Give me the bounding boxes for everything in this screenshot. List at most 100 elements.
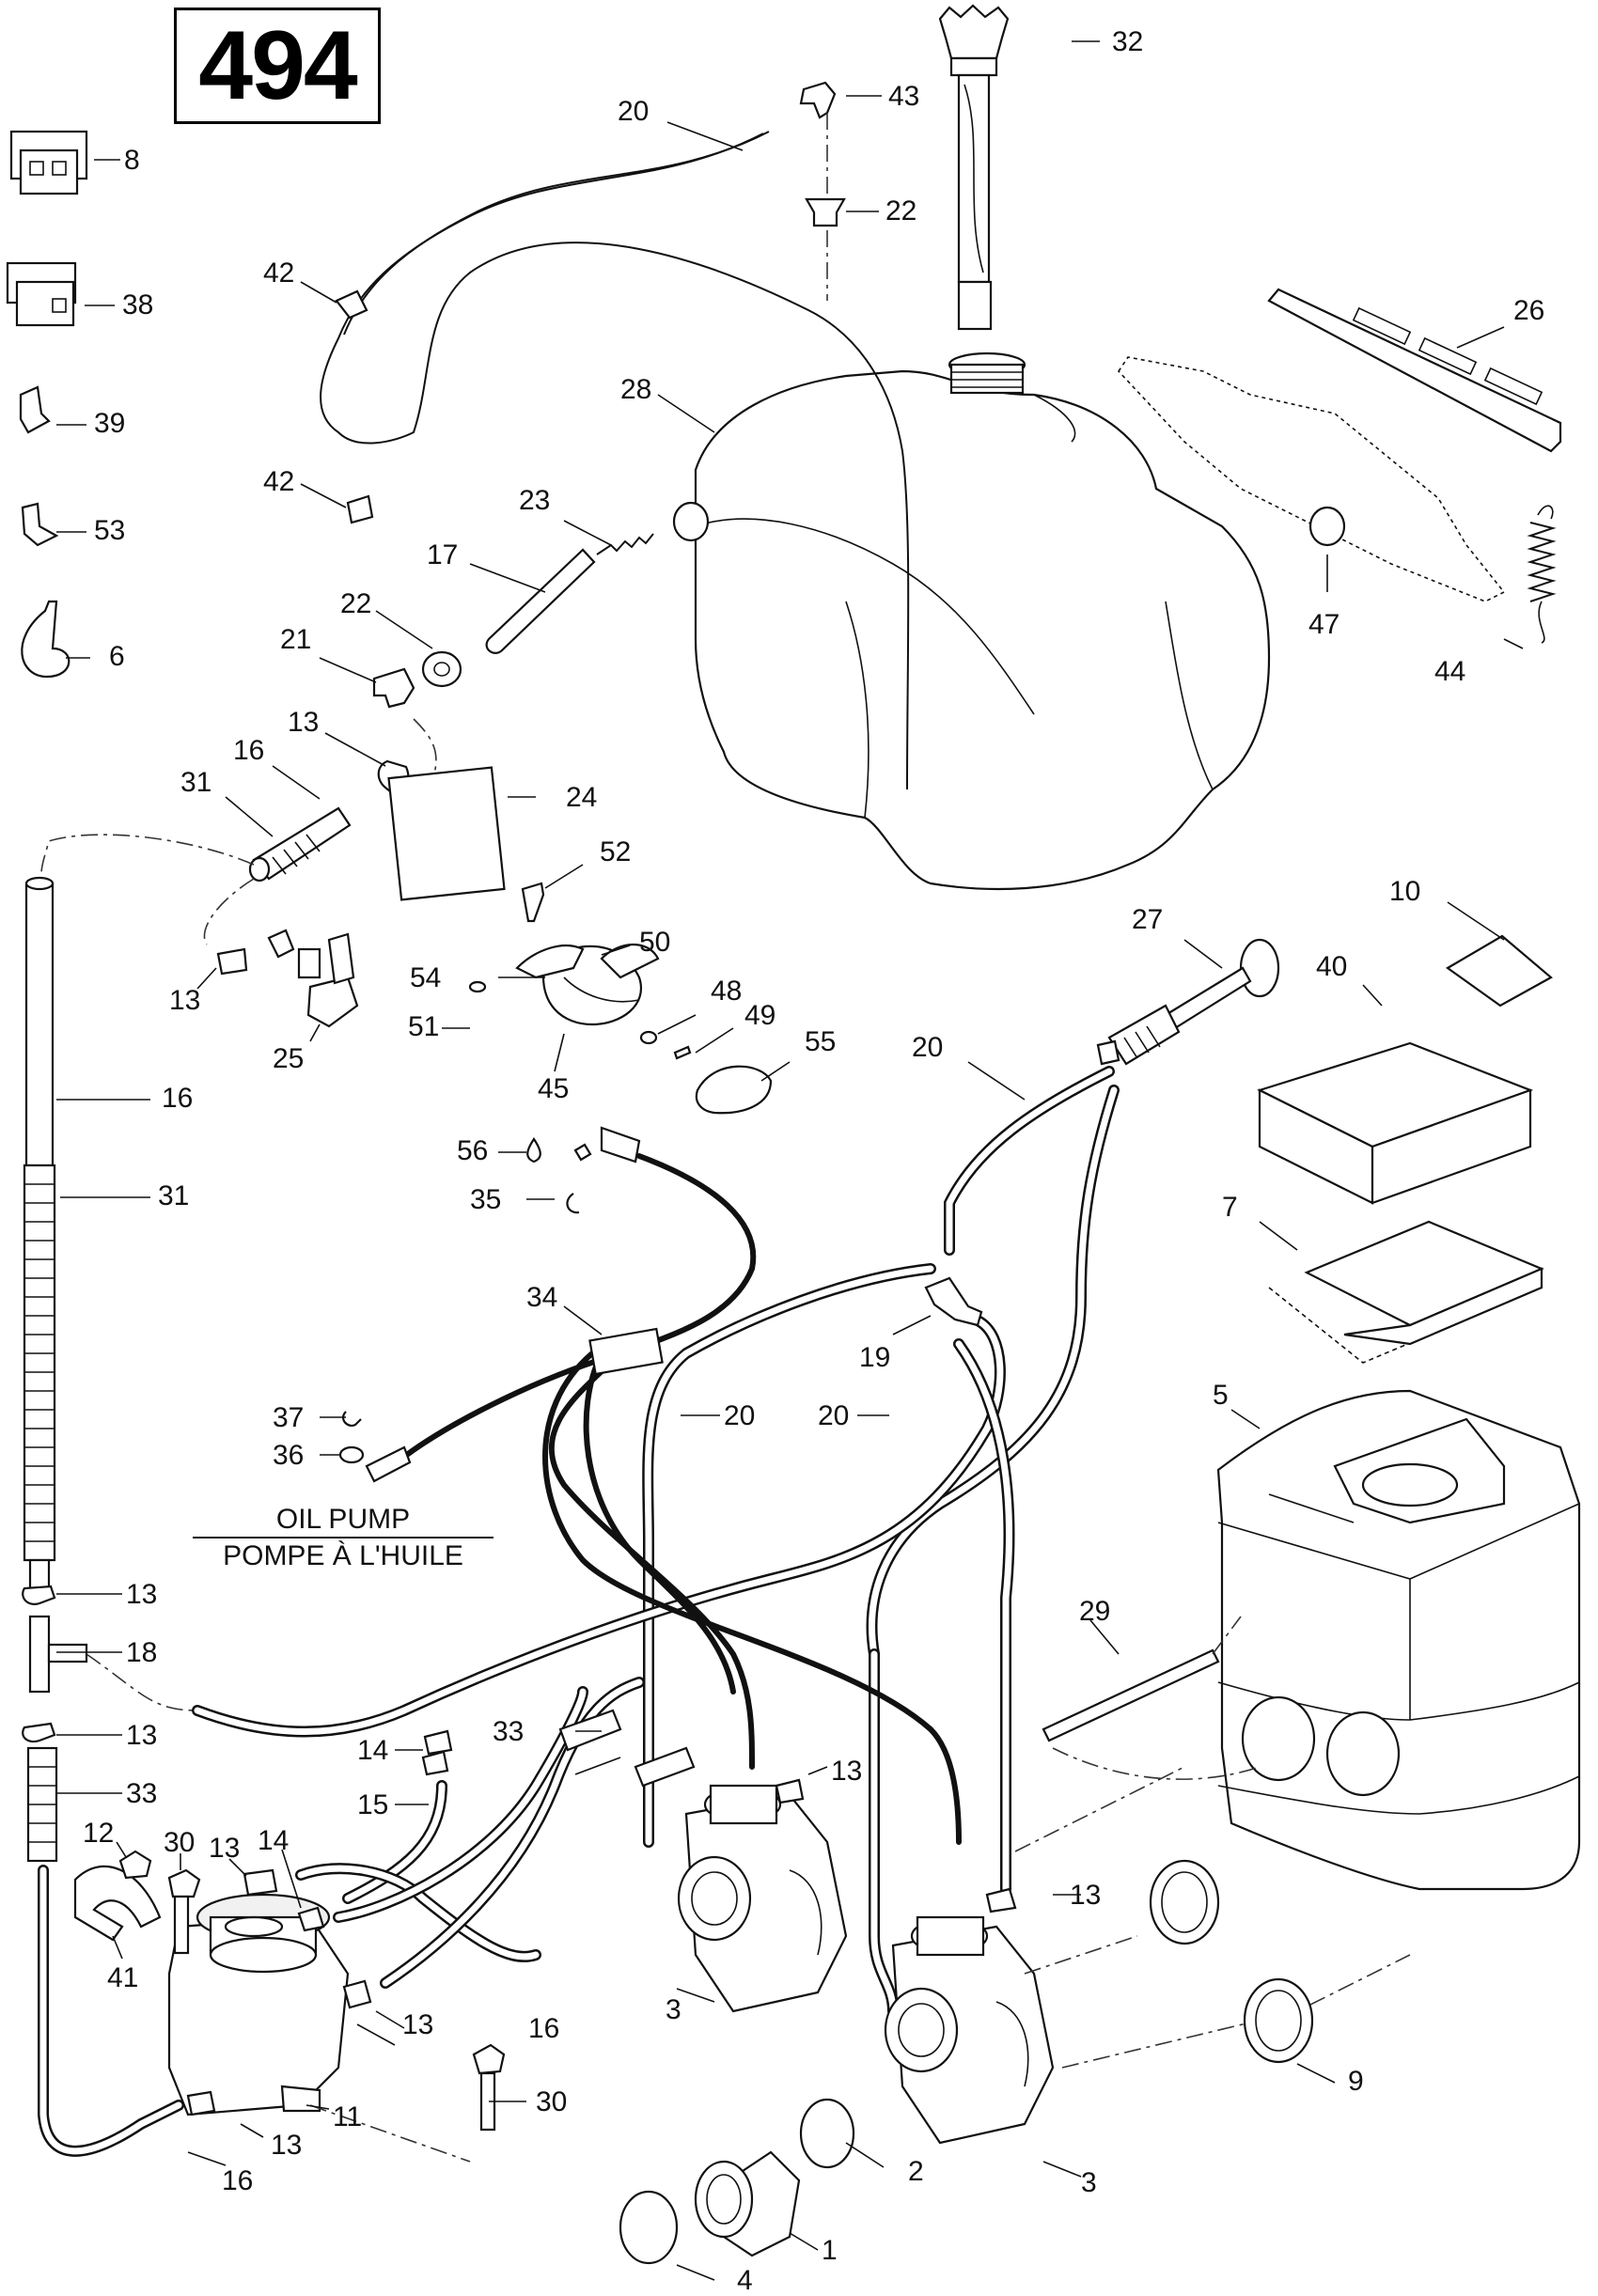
tank-bracket [1117,288,1562,602]
callout-32: 32 [1112,26,1144,57]
callout-54: 54 [410,962,442,993]
clip [335,289,368,320]
intake-rubber [694,2150,801,2257]
oil-pump-caption: OIL PUMP POMPE À L'HUILE [193,1504,494,1571]
callout-33: 33 [493,1716,525,1747]
screw [521,882,545,923]
callout-14: 14 [357,1735,389,1766]
caption-english: OIL PUMP [193,1504,494,1538]
callout-15: 15 [357,1789,389,1820]
e-clip [566,1193,580,1214]
callout-20: 20 [912,1032,944,1063]
callout-42: 42 [263,258,295,289]
terminal [19,385,51,434]
leader-lines [56,40,1524,2281]
throttle-housing [515,944,660,1026]
fuel-line-protector [40,806,352,945]
hose-clamp [342,1979,372,2009]
callout-13: 13 [169,985,201,1016]
callout-27: 27 [1132,904,1164,935]
e-clip [341,1411,362,1427]
terminal [21,502,59,547]
adapter-ring [1243,1977,1314,2064]
primer-lines [192,1066,1120,2017]
callout-44: 44 [1434,656,1466,687]
grommet [1308,506,1346,547]
fuel-tank [672,351,1271,891]
callout-11: 11 [333,2101,363,2132]
shut-off-valve [297,932,359,1028]
callout-16: 16 [528,2013,560,2044]
callout-28: 28 [620,374,652,405]
connector-housing [6,261,77,327]
callout-13: 13 [271,2130,303,2161]
callout-56: 56 [457,1135,489,1166]
callout-52: 52 [600,836,632,867]
pin [673,1045,692,1060]
callout-48: 48 [711,976,743,1007]
callout-14: 14 [258,1825,290,1856]
vent-line-top [320,131,910,790]
callout-42: 42 [263,466,295,497]
callout-36: 36 [273,1440,305,1471]
caption-french: POMPE À L'HUILE [223,1540,463,1571]
callout-47: 47 [1308,609,1340,640]
hose-clamp [243,1868,278,1897]
callout-16: 16 [233,735,265,766]
callout-5: 5 [1213,1380,1229,1411]
oil-hoses [295,1677,645,1989]
callout-22: 22 [340,588,372,619]
callout-50: 50 [639,927,671,958]
primer-pump [1096,938,1280,1066]
callout-51: 51 [408,1011,440,1042]
callout-45: 45 [538,1073,570,1104]
callout-20: 20 [818,1400,850,1431]
cable-tie [21,600,70,679]
adjuster [365,1445,412,1483]
page-number: 494 [198,11,358,120]
bolt [118,1850,152,1880]
washer [338,1445,365,1464]
hose-protector [558,1709,622,1752]
hose-clamp [186,2090,216,2116]
callout-2: 2 [908,2156,924,2187]
callout-13: 13 [209,1833,241,1864]
callout-30: 30 [164,1827,196,1858]
callout-49: 49 [744,1000,776,1031]
callout-53: 53 [94,515,126,546]
callout-21: 21 [280,624,312,655]
tank-spring [1527,505,1557,644]
washer [639,1030,658,1045]
throttle-lever-cover [695,1065,773,1115]
callout-39: 39 [94,408,126,439]
hose-clamp [421,1750,449,1776]
callout-34: 34 [526,1282,558,1313]
callout-33: 33 [126,1778,158,1809]
callout-4: 4 [737,2265,753,2296]
page-number-box: 494 [174,8,381,124]
callout-30: 30 [536,2086,568,2117]
callout-16: 16 [222,2165,254,2196]
connector-housing [9,130,88,195]
callout-18: 18 [126,1637,158,1668]
hose-clamp [216,947,248,976]
carburetor-2 [884,1915,1055,2145]
callout-23: 23 [519,485,551,516]
hose-clamp [775,1778,805,1804]
callout-25: 25 [273,1043,305,1074]
hose-protector [634,1746,696,1788]
callout-35: 35 [470,1184,502,1215]
strap [1042,1648,1220,1742]
pump-bracket [73,1865,162,1942]
hose-clamp-large [619,2190,679,2265]
callout-43: 43 [888,81,920,112]
air-filter [1257,1041,1534,1205]
callout-38: 38 [122,289,154,320]
callout-13: 13 [402,2009,434,2040]
callout-3: 3 [1081,2167,1097,2198]
callout-24: 24 [566,782,598,813]
carburetor-1 [677,1784,848,2013]
callout-3: 3 [666,1994,682,2025]
callout-10: 10 [1389,876,1421,907]
filter-plate [1268,1220,1544,1364]
